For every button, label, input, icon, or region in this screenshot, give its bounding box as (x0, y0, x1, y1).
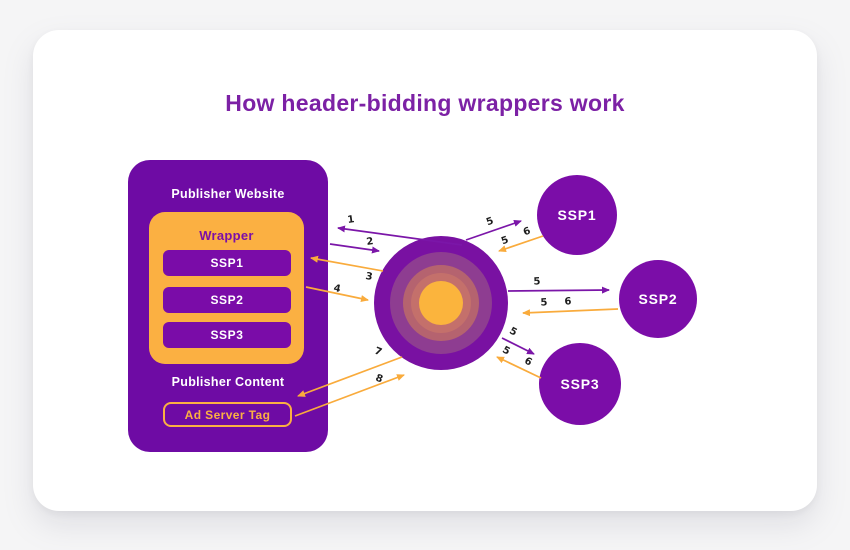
arrow-step-label: 1 (346, 214, 356, 226)
ad-server-tag-box: Ad Server Tag (163, 402, 292, 427)
wrapper-ssp1-box: SSP1 (163, 250, 291, 276)
wrapper-ssp3-box: SSP3 (163, 322, 291, 348)
wrapper-box: Wrapper SSP1 SSP2 SSP3 (149, 212, 304, 364)
publisher-website-label: Publisher Website (171, 187, 285, 201)
wrapper-ssp2-box: SSP2 (163, 287, 291, 313)
wrapper-label: Wrapper (199, 228, 254, 243)
ssp1-circle: SSP1 (537, 175, 617, 255)
publisher-content-label: Publisher Content (171, 375, 285, 389)
ssp3-circle: SSP3 (539, 343, 621, 425)
ssp2-circle: SSP2 (619, 260, 697, 338)
bullseye-center (419, 281, 463, 325)
page-title: How header-bidding wrappers work (225, 90, 625, 116)
arrow-step-label: 5 (533, 276, 541, 288)
publisher-website-panel: Publisher Website Wrapper SSP1 SSP2 SSP3… (128, 160, 328, 452)
arrow-step-label: 5 (540, 297, 548, 309)
ad-slot-bullseye (374, 236, 508, 370)
arrow-step-label: 2 (365, 236, 375, 248)
arrow-step-label: 6 (564, 296, 572, 308)
